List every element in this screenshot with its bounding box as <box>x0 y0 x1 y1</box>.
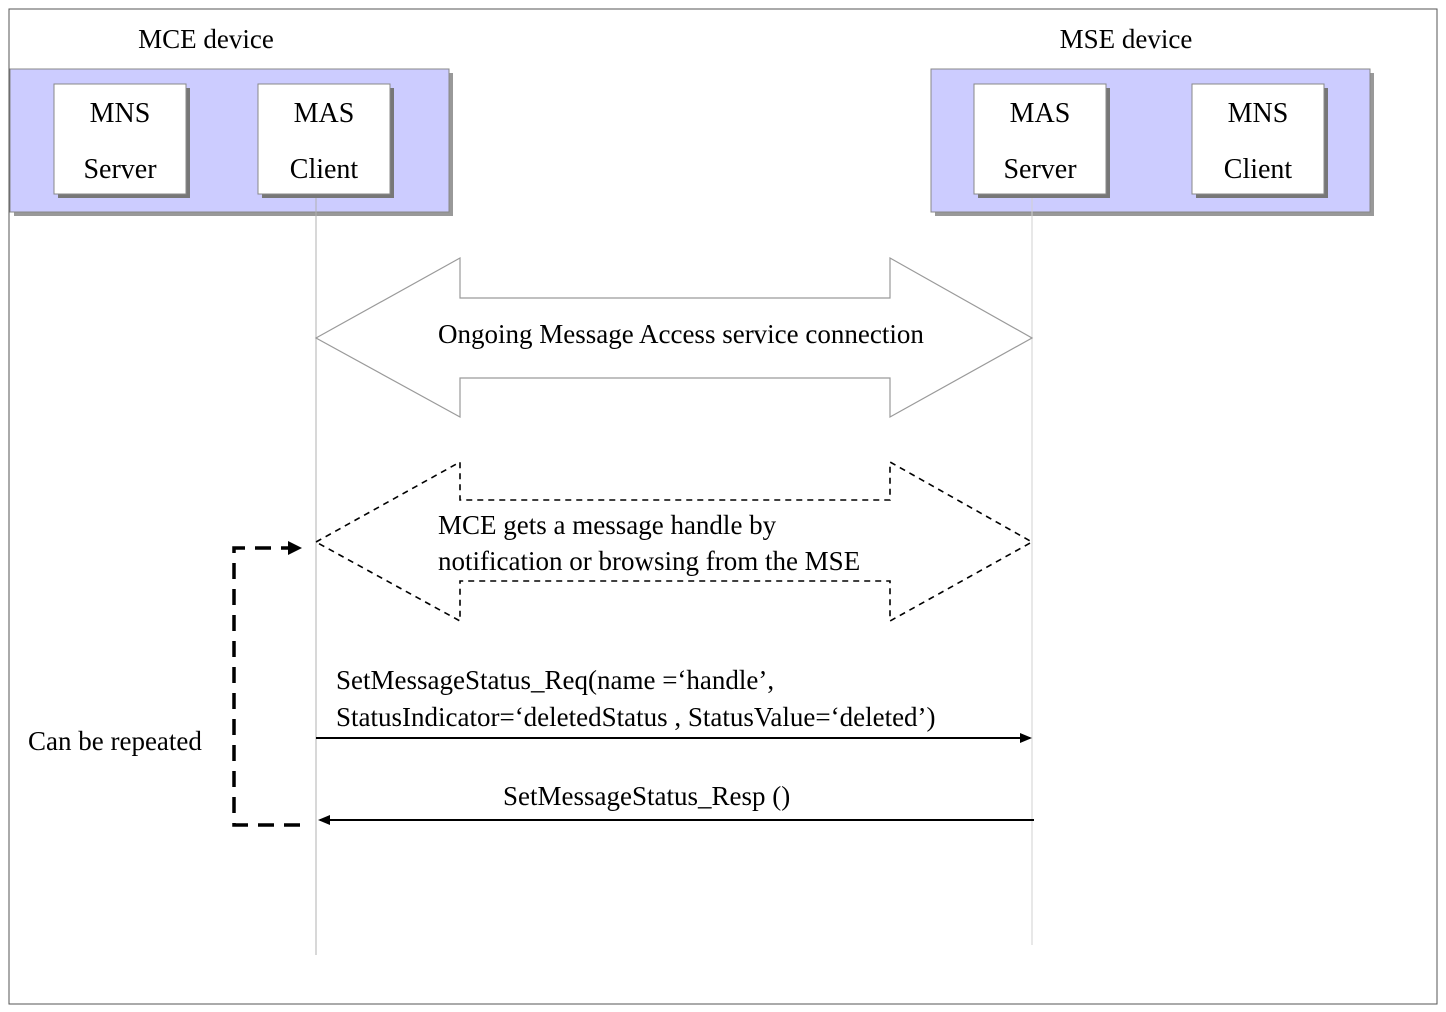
mns-client-box <box>1191 83 1325 195</box>
connection-block-arrow <box>314 256 1034 419</box>
request-label-line2: StatusIndicator=‘deletedStatus , StatusV… <box>336 702 936 732</box>
mas-server-box <box>973 83 1107 195</box>
mse-device: MSE device MAS Server MNS Client <box>930 24 1374 216</box>
mas-client-label-line1: MAS <box>294 98 355 129</box>
request-label-line1: SetMessageStatus_Req(name =‘handle’, <box>336 665 774 695</box>
mas-client-box <box>257 83 391 195</box>
mns-server-box <box>53 83 187 195</box>
response-label: SetMessageStatus_Resp () <box>503 781 790 811</box>
connection-label: Ongoing Message Access service connectio… <box>438 319 924 349</box>
handle-block-arrow <box>314 460 1034 623</box>
handle-label-line2: notification or browsing from the MSE <box>438 546 860 576</box>
mce-device-title: MCE device <box>138 24 274 54</box>
mas-client-label-line2: Client <box>290 154 359 185</box>
mse-device-title: MSE device <box>1060 24 1193 54</box>
loop-arrowhead <box>288 541 302 555</box>
mns-server-label-line1: MNS <box>90 98 151 129</box>
mns-client-label-line2: Client <box>1224 154 1293 185</box>
loop-label: Can be repeated <box>28 726 202 756</box>
mce-device: MCE device MNS Server MAS Client <box>9 24 453 216</box>
mas-server-label-line1: MAS <box>1010 98 1071 129</box>
mas-server-label-line2: Server <box>1003 154 1077 185</box>
mns-server-label-line2: Server <box>83 154 157 185</box>
mns-client-label-line1: MNS <box>1228 98 1289 129</box>
loop-bracket <box>232 546 300 827</box>
diagram-frame <box>8 8 1438 1005</box>
handle-label-line1: MCE gets a message handle by <box>438 510 777 540</box>
